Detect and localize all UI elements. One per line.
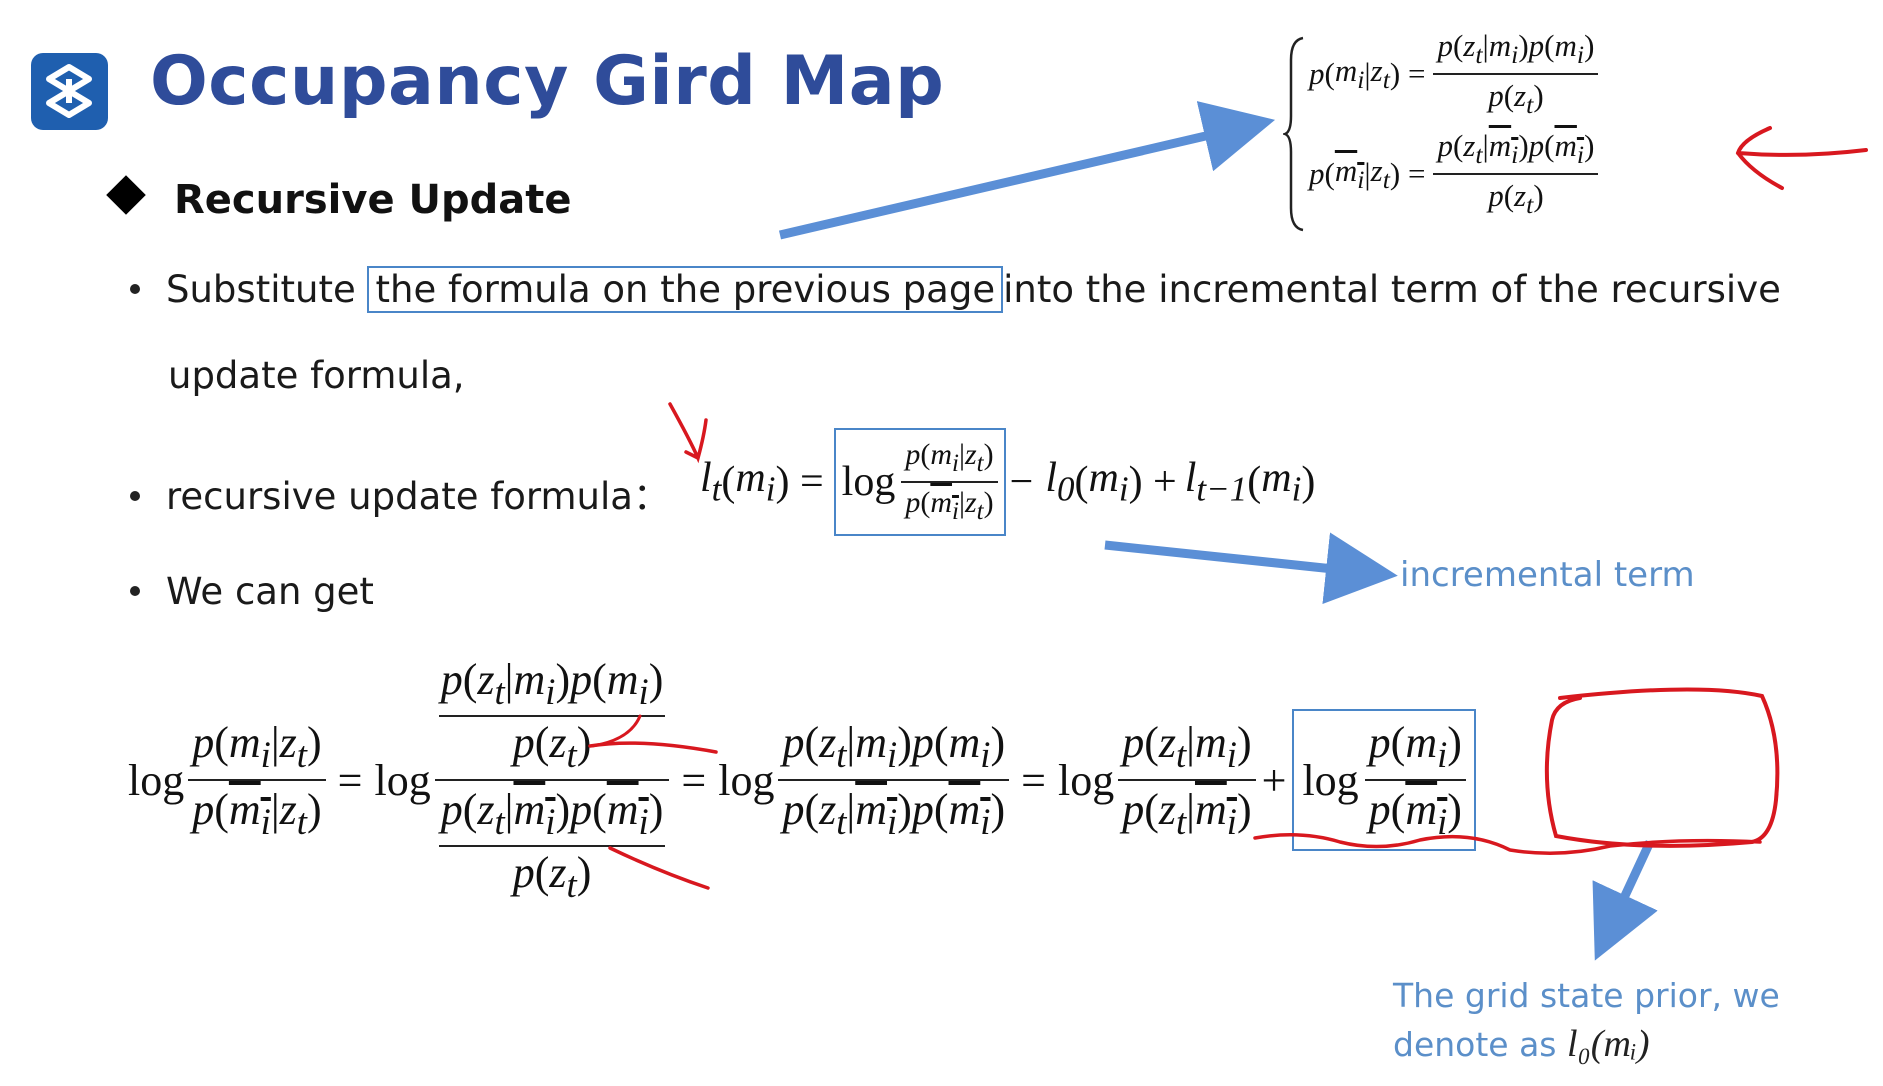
derivation-equation: log p(mi|zt)p(mi|zt) =log p(zt|mi)p(mi) … xyxy=(128,655,1476,905)
recursive-update-formula: lt(mi) = log p(mi|zt)p(mi|zt) −l0(mi) + … xyxy=(700,428,1315,536)
bullet-dot-icon xyxy=(130,284,140,294)
bullet-dot-icon xyxy=(130,491,140,501)
bullet-we-can-get: We can get xyxy=(130,570,374,613)
underline-wave xyxy=(1253,833,1762,855)
bullet-dot-icon xyxy=(130,586,140,596)
bullet1-pre: Substitute xyxy=(166,268,356,311)
handwritten-arrow-icon xyxy=(1735,126,1868,190)
incremental-term-box: log p(mi|zt)p(mi|zt) xyxy=(833,428,1006,536)
arrow-icon xyxy=(778,101,1276,240)
bullet1-post: into the incremental term of the recursi… xyxy=(1003,268,1781,311)
strike-mark xyxy=(590,714,642,748)
bullet-substitute: Substitute the formula on the previous p… xyxy=(130,266,1781,313)
handwritten-mark-icon xyxy=(668,402,708,464)
highlighted-phrase: the formula on the previous page xyxy=(367,266,1004,313)
logo-icon xyxy=(31,53,108,130)
prior-note-symbol: l₀(mᵢ) xyxy=(1567,1023,1650,1065)
prior-note-line1: The grid state prior, we xyxy=(1393,976,1780,1015)
bullet-recursive: recursive update formula： xyxy=(130,466,670,520)
prior-note-line2: denote as xyxy=(1393,1025,1557,1064)
strike-mark xyxy=(588,741,718,754)
arrow-icon xyxy=(1592,840,1658,961)
bullet-substitute-line2: update formula, xyxy=(168,354,465,397)
bullet2-label: recursive update formula： xyxy=(166,475,670,518)
section-label: Recursive Update xyxy=(174,177,572,223)
prior-note: The grid state prior, we denote as l₀(mᵢ… xyxy=(1393,972,1780,1069)
circle-mark xyxy=(1544,687,1780,848)
prior-term-box: log p(mi)p(mi) xyxy=(1292,709,1476,851)
slide-title: Occupancy Gird Map xyxy=(150,42,945,121)
section-heading: Recursive Update xyxy=(106,175,572,223)
arrow-icon xyxy=(1104,532,1398,605)
bullet3-label: We can get xyxy=(166,570,374,613)
incremental-term-note: incremental term xyxy=(1400,555,1695,595)
strike-mark xyxy=(608,846,710,890)
